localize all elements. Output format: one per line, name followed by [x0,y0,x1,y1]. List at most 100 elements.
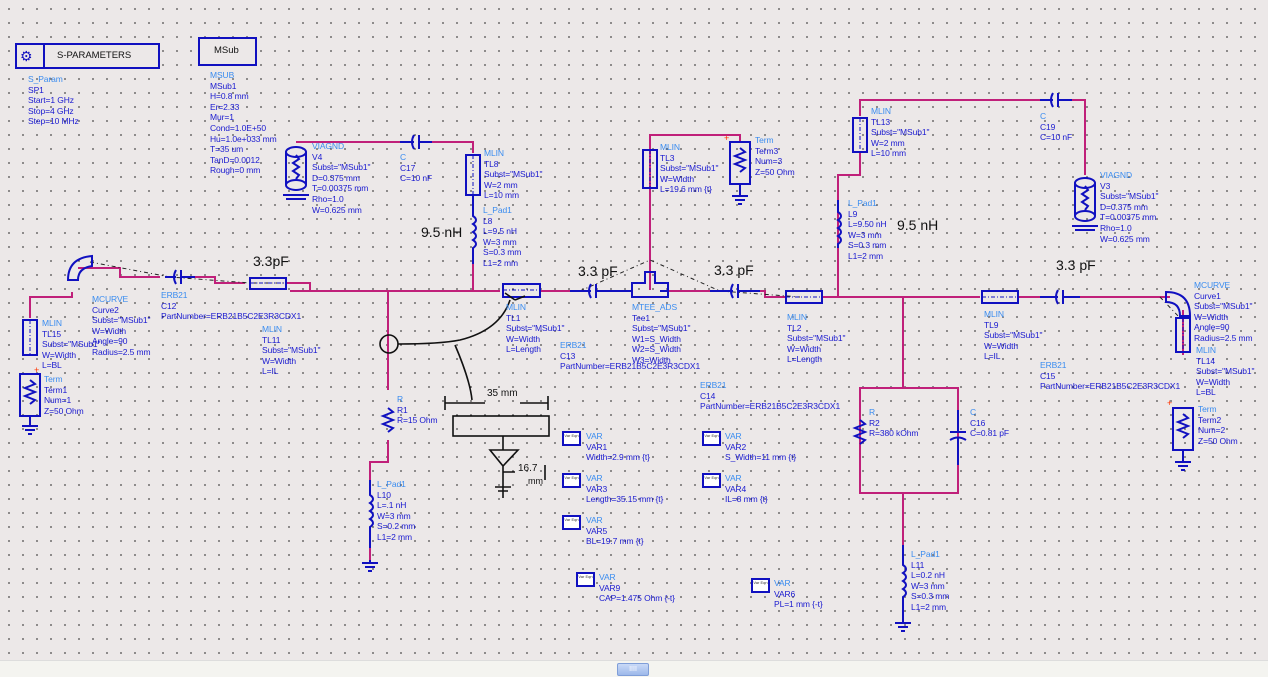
c17-symbol [400,134,432,150]
var-eqn-icon[interactable]: Var Eqn [562,515,581,530]
l9-symbol [836,200,842,248]
svg-text:+: + [34,365,39,375]
l9-annotation: 9.5 nH [897,217,939,233]
c14-annotation: 3.3 pF [714,262,754,278]
wire [649,134,741,290]
ground-icon [1175,450,1191,471]
horizontal-scrollbar[interactable]: IIII [0,660,1268,677]
sketch-height-unit: mm [528,476,543,486]
c15-symbol [1040,289,1080,305]
var-eqn-icon[interactable]: Var Eqn [751,578,770,593]
c12-annotation: 3.3pF [253,253,289,269]
wire [369,440,389,480]
sketch-width-label: 35 mm [487,388,518,399]
wire [1072,99,1086,175]
v4-bottom [285,179,307,191]
term1-resistor [22,379,38,405]
var-eqn-icon[interactable]: Var Eqn [702,473,721,488]
term2-resistor [1175,413,1191,439]
wire [760,290,785,298]
v3-bottom [1074,210,1096,222]
c13-symbol [570,283,620,299]
l8-annotation: 9.5 nH [421,224,463,240]
c13-annotation: 3.3 pF [578,263,618,279]
sketch-arrow [397,292,526,345]
var-eqn-icon[interactable]: Var Eqn [576,572,595,587]
var-eqn-icon[interactable]: Var Eqn [702,431,721,446]
ground-icon [362,560,378,572]
sketch-dimension [444,396,549,410]
v3-wall [1074,183,1096,216]
schematic-wiring: +++ [19,92,1194,632]
msub-block[interactable]: MSub [198,37,257,66]
svg-text:+: + [1167,398,1172,408]
tee1-symbol [620,271,669,298]
wire [859,297,959,494]
ground-icon [732,184,748,205]
sketch-feed [488,436,520,498]
msub-title: MSub [214,45,239,56]
var-eqn-icon[interactable]: Var Eqn [562,431,581,446]
component-name: SP1 [28,84,44,95]
s-parameters-block[interactable]: ⚙ S-PARAMETERS [15,43,160,69]
scrollbar-thumb[interactable]: IIII [617,663,649,676]
c19-symbol [1040,92,1072,108]
component-type: S_Param [28,74,63,84]
ref-line [1159,296,1181,319]
wire [432,141,474,153]
wire [859,99,1045,116]
ref-line [89,261,285,284]
var-eqn-icon[interactable]: Var Eqn [562,473,581,488]
ground-icon [283,194,309,200]
sketch-rect [452,415,550,437]
c15-annotation: 3.3 pF [1056,257,1096,273]
hand-sketch [379,292,550,498]
curve2-symbol [66,254,93,281]
wire [285,282,311,291]
wire [195,276,245,284]
r1-symbol [380,407,396,433]
v3-resistor [1080,185,1090,211]
sketch-dimension2 [503,465,546,480]
sketch-height-label: 16.7 [518,463,538,474]
term3-resistor [732,147,748,173]
schematic-canvas[interactable]: +++ ⚙ S-PARAMETERS S_Param SP1 Start=1 G… [0,0,1268,660]
